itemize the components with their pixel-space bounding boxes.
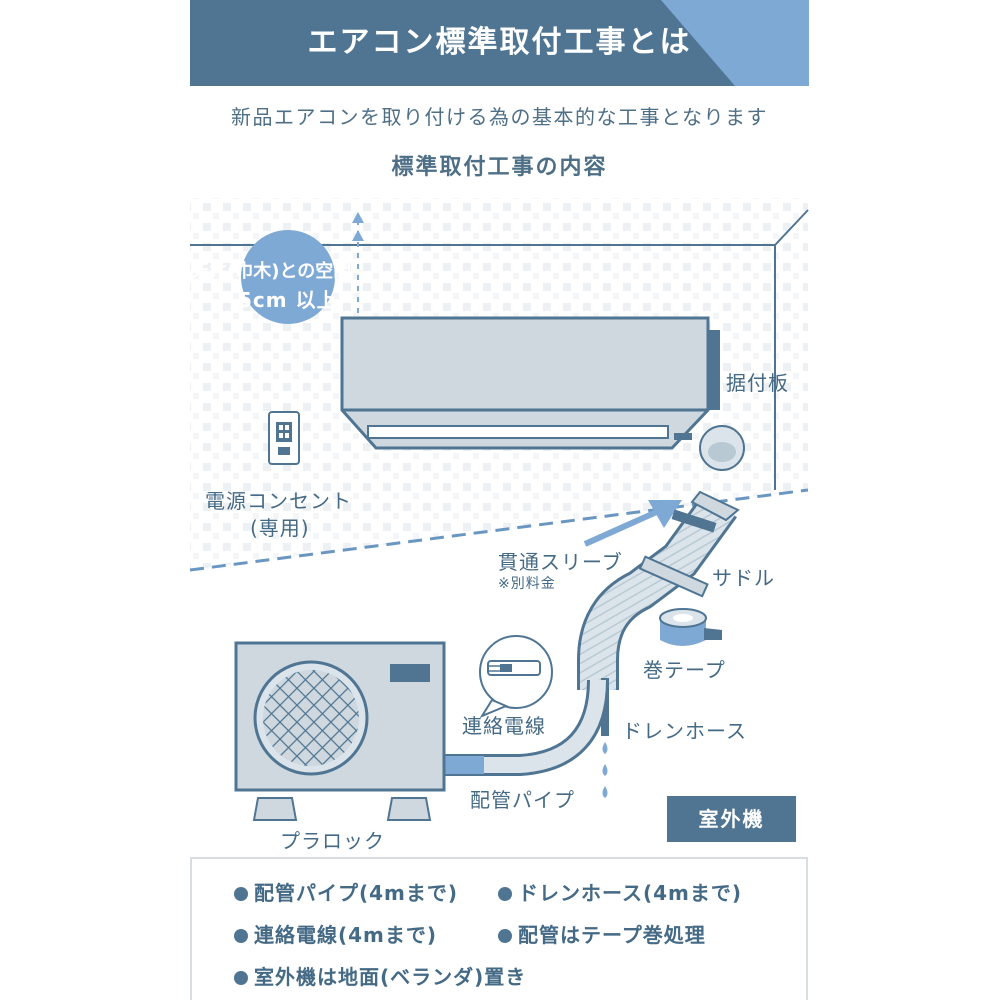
outlet-sublabel: (専用) — [250, 516, 310, 540]
note-item: 配管はテープ巻処理 — [498, 919, 706, 948]
clearance-circle — [241, 230, 335, 324]
note-item: 連絡電線(4mまで) — [234, 919, 437, 948]
power-outlet — [268, 411, 300, 465]
page-title: エアコン標準取付工事とは — [307, 25, 692, 60]
clearance-label-line2: 5cm 以上 — [238, 288, 338, 312]
wire-label: 連絡電線 — [462, 714, 546, 738]
note-item: 配管パイプ(4mまで) — [234, 877, 458, 906]
piping — [442, 679, 609, 776]
indoor-unit — [340, 316, 710, 450]
mounting-plate-label: 据付板 — [726, 371, 789, 395]
outlet-label: 電源コンセント — [205, 489, 352, 513]
piping-label: 配管パイプ — [470, 788, 575, 812]
tape-roll — [659, 608, 722, 646]
sleeve-label: 貫通スリーブ — [498, 550, 623, 574]
note-item: ドレンホース(4mまで) — [498, 877, 742, 906]
pipe-bundle — [577, 490, 740, 690]
clearance-arrow — [352, 212, 364, 316]
bullet-icon — [234, 929, 248, 943]
wall-hole — [699, 425, 745, 471]
saddle — [638, 509, 717, 598]
sleeve-arrow — [583, 500, 682, 547]
wire-bubble — [479, 635, 553, 719]
saddle-label: サドル — [712, 566, 775, 590]
outdoor-unit — [234, 641, 446, 792]
tape-label: 巻テープ — [643, 658, 726, 682]
outdoor-unit-badge: 室外機 — [667, 796, 796, 842]
bullet-icon — [234, 971, 248, 985]
notes-box: 配管パイプ(4mまで) ドレンホース(4mまで) 連絡電線(4mまで) 配管はテ… — [190, 857, 808, 1000]
header-banner: エアコン標準取付工事とは — [190, 0, 809, 86]
sleeve-note: ※別料金 — [498, 576, 556, 592]
subtitle: 新品エアコンを取り付ける為の基本的な工事となります — [231, 105, 768, 129]
clearance-label-line1: 天井(巾木)との空間 — [191, 261, 352, 282]
bullet-icon — [234, 887, 248, 901]
plarock-label: プラロック — [280, 829, 385, 853]
bullet-icon — [498, 929, 512, 943]
section-title: 標準取付工事の内容 — [391, 155, 608, 180]
note-item: 室外機は地面(ベランダ)置き — [234, 961, 526, 990]
drain-hose-label: ドレンホース — [622, 719, 747, 743]
bullet-icon — [498, 887, 512, 901]
plarock-feet — [252, 797, 432, 821]
drain-drops — [602, 742, 608, 798]
